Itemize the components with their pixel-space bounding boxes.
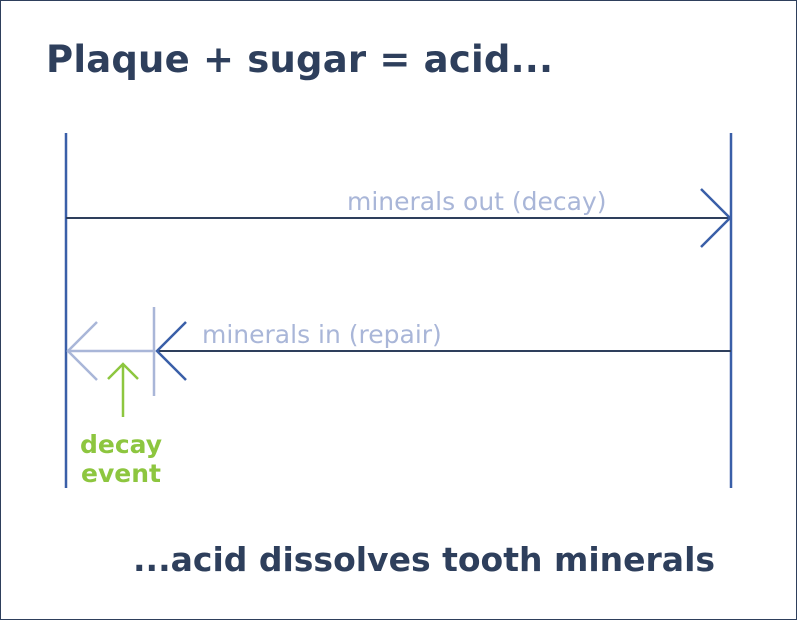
minerals-out-arrow	[66, 188, 732, 248]
diagram-title: Plaque + sugar = acid...	[46, 38, 554, 81]
decay-event-up-arrow	[107, 362, 139, 417]
decay-event-label-line2: event	[81, 459, 161, 488]
diagram-footer: ...acid dissolves tooth minerals	[133, 540, 716, 579]
minerals-out-label: minerals out (decay)	[347, 187, 607, 216]
faded-continuation-arrow	[66, 321, 154, 381]
decay-event-label-line1: decay	[80, 430, 162, 459]
minerals-in-label: minerals in (repair)	[202, 320, 442, 349]
